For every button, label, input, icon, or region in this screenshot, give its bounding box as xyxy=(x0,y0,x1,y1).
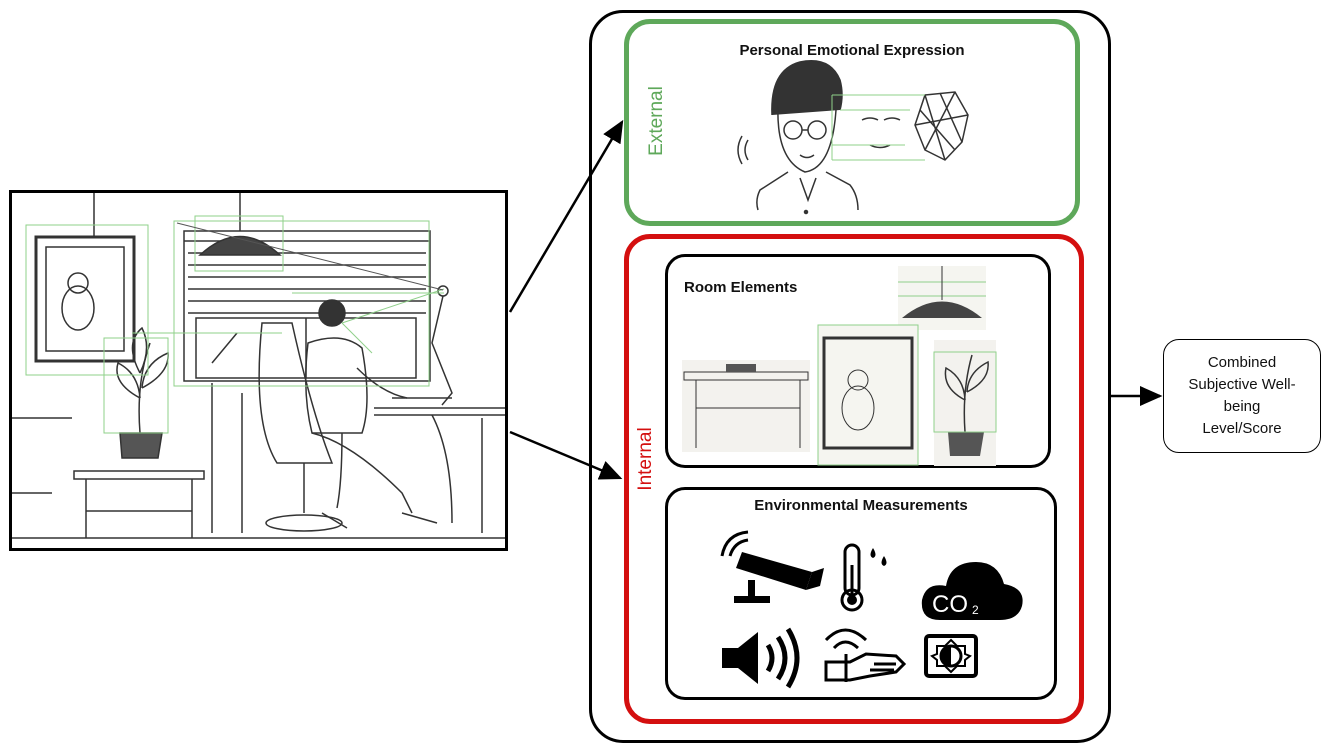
environmental-measurements-title: Environmental Measurements xyxy=(754,497,968,514)
analysis-panel xyxy=(589,10,1111,743)
window-shape xyxy=(183,230,431,382)
detection-box-plant xyxy=(103,337,169,434)
plant-pot-shape xyxy=(119,432,163,459)
result-box: Combined Subjective Well-being Level/Sco… xyxy=(1163,339,1321,453)
internal-section xyxy=(624,234,1084,724)
ceiling-lamp-shape xyxy=(198,235,282,256)
wall-picture-shape xyxy=(34,235,136,363)
detection-box-picture xyxy=(25,224,149,376)
office-scene-illustration xyxy=(12,193,505,539)
environmental-measurements-box xyxy=(665,487,1057,700)
room-elements-box xyxy=(665,254,1051,468)
external-title: Personal Emotional Expression xyxy=(739,42,965,59)
result-text: Combined Subjective Well-being Level/Sco… xyxy=(1188,354,1296,437)
detection-box-lamp xyxy=(194,215,284,272)
internal-label: Internal xyxy=(635,427,656,491)
office-scene-image xyxy=(9,190,508,551)
external-section xyxy=(624,19,1080,226)
detection-box-window xyxy=(173,220,430,387)
external-label: External xyxy=(646,86,667,156)
room-elements-title: Room Elements xyxy=(684,279,798,296)
